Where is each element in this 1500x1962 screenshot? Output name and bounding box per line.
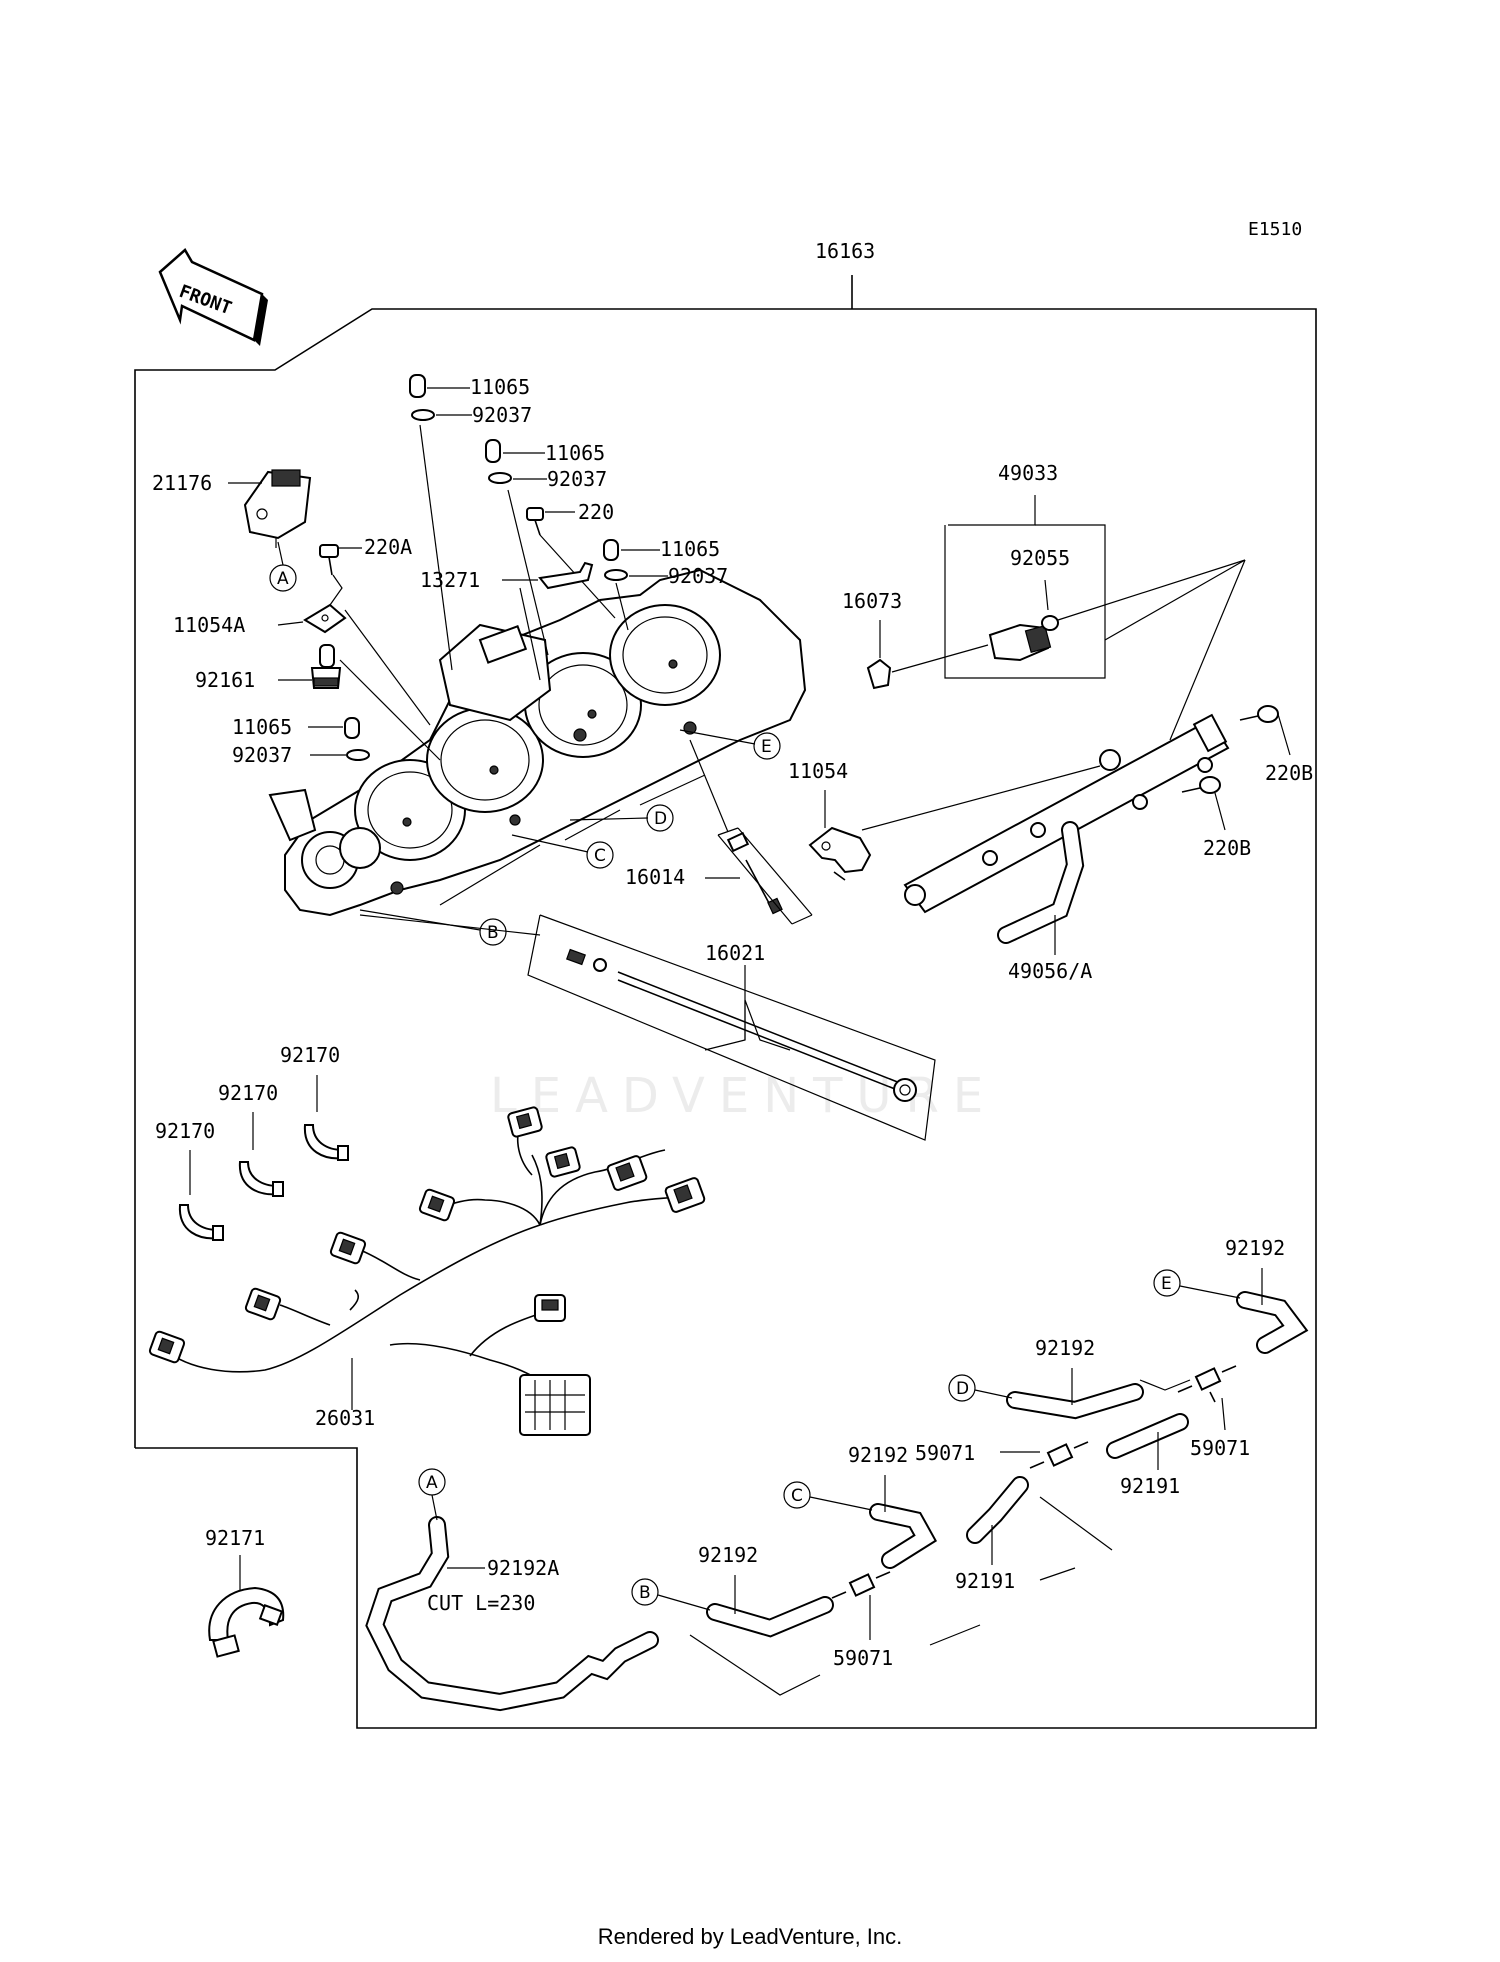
harness-connector-4 [418, 1188, 456, 1222]
label-220b-2: 220B [1203, 836, 1251, 860]
cap-3 [603, 539, 628, 581]
screw-220b-2 [1181, 776, 1221, 794]
label-11054a: 11054A [173, 613, 245, 637]
harness-main-connector [519, 1374, 591, 1436]
screw-220b-1 [1239, 705, 1279, 723]
label-16021: 16021 [705, 941, 765, 965]
label-hose-a: 92192A [487, 1556, 559, 1580]
injector [988, 615, 1059, 662]
label-hose-e: 92192 [1225, 1236, 1285, 1260]
footer-credit: Rendered by LeadVenture, Inc. [597, 1924, 903, 1949]
label-11054: 11054 [788, 759, 848, 783]
shaft-16021 [359, 914, 936, 1141]
connector-e-top: E [761, 737, 772, 757]
hose-a-note: CUT L=230 [427, 1591, 535, 1615]
fuel-rail [903, 713, 1230, 914]
connector-d-hose: D [956, 1379, 969, 1399]
label-hose-c: 92192 [848, 1443, 908, 1467]
pipe-92191-2 [966, 1476, 1029, 1544]
label-cap-1: 11065 [470, 375, 530, 399]
label-band-3: 92170 [280, 1043, 340, 1067]
label-49056: 49056/A [1008, 959, 1092, 983]
label-washer-3: 92037 [668, 564, 728, 588]
pipe-92191-1 [1106, 1413, 1189, 1459]
harness-connector-3 [329, 1231, 367, 1265]
label-220a: 220A [364, 535, 412, 559]
label-washer-2: 92037 [547, 467, 607, 491]
label-49033: 49033 [998, 461, 1058, 485]
connector-b-top: B [487, 923, 499, 943]
harness-connector-7 [606, 1155, 648, 1191]
hose-e [1236, 1291, 1309, 1354]
screw-220a [319, 544, 339, 576]
label-cap-2: 11065 [545, 441, 605, 465]
assembly-outline [134, 275, 1317, 1729]
label-band-1: 92170 [155, 1119, 215, 1143]
joint-2 [1029, 1441, 1089, 1469]
assembly-label: 16163 [815, 239, 875, 263]
label-92171: 92171 [205, 1526, 265, 1550]
cap-2 [485, 439, 512, 484]
label-cap-3: 11065 [660, 537, 720, 561]
hose-d [1006, 1383, 1144, 1420]
joint-1 [1177, 1365, 1237, 1403]
band-3 [303, 1124, 349, 1161]
clamp-92171 [208, 1586, 285, 1658]
watermark: LEADVENTURE [490, 1068, 997, 1124]
band-2 [238, 1161, 284, 1197]
harness-connector-9 [534, 1294, 566, 1322]
connector-a-hose: A [426, 1473, 438, 1493]
label-sensor: 21176 [152, 471, 212, 495]
diagram-code: E1510 [1248, 219, 1302, 240]
label-washer-1: 92037 [472, 403, 532, 427]
connector-c-hose: C [791, 1486, 803, 1506]
label-pipe-92191-2: 92191 [955, 1569, 1015, 1593]
map-sensor [243, 469, 312, 548]
connector-e-hose: E [1161, 1274, 1172, 1294]
label-92161: 92161 [195, 668, 255, 692]
connector-c-top: C [594, 846, 606, 866]
bracket-11054 [808, 826, 872, 881]
hose-c [869, 1503, 938, 1569]
cap-1 [409, 374, 435, 421]
label-16014: 16014 [625, 865, 685, 889]
harness-connector-8 [664, 1177, 706, 1213]
seal-16073 [866, 658, 892, 690]
label-220b-1: 220B [1265, 761, 1313, 785]
front-arrow-icon: FRONT [158, 248, 268, 346]
label-13271: 13271 [420, 568, 480, 592]
harness-connector-2 [244, 1287, 282, 1321]
label-hose-d: 92192 [1035, 1336, 1095, 1360]
label-cap-4: 11065 [232, 715, 292, 739]
hose-a [365, 1516, 659, 1712]
hose-b [706, 1596, 834, 1638]
harness-connector-6 [545, 1146, 581, 1178]
bracket-13271 [538, 561, 594, 590]
label-washer-4: 92037 [232, 743, 292, 767]
connector-d-top: D [654, 809, 667, 829]
label-joint-2: 59071 [915, 1441, 975, 1465]
nipple-92161 [310, 644, 342, 689]
connector-a-top: A [277, 569, 289, 589]
label-16073: 16073 [842, 589, 902, 613]
band-1 [178, 1204, 224, 1241]
label-92055: 92055 [1010, 546, 1070, 570]
label-joint-1: 59071 [1190, 1436, 1250, 1460]
label-hose-b: 92192 [698, 1543, 758, 1567]
harness-connector-5 [507, 1106, 543, 1138]
cap-4 [344, 717, 370, 761]
label-pipe-92191-1: 92191 [1120, 1474, 1180, 1498]
bolt-220 [526, 507, 544, 536]
bracket-11054a [303, 603, 347, 634]
label-joint-3: 59071 [833, 1646, 893, 1670]
label-220: 220 [578, 500, 614, 524]
throttle-body [268, 568, 807, 917]
connector-b-hose: B [639, 1583, 651, 1603]
label-26031: 26031 [315, 1406, 375, 1430]
label-band-2: 92170 [218, 1081, 278, 1105]
harness-connector-1 [148, 1330, 186, 1364]
joint-3 [831, 1571, 891, 1599]
